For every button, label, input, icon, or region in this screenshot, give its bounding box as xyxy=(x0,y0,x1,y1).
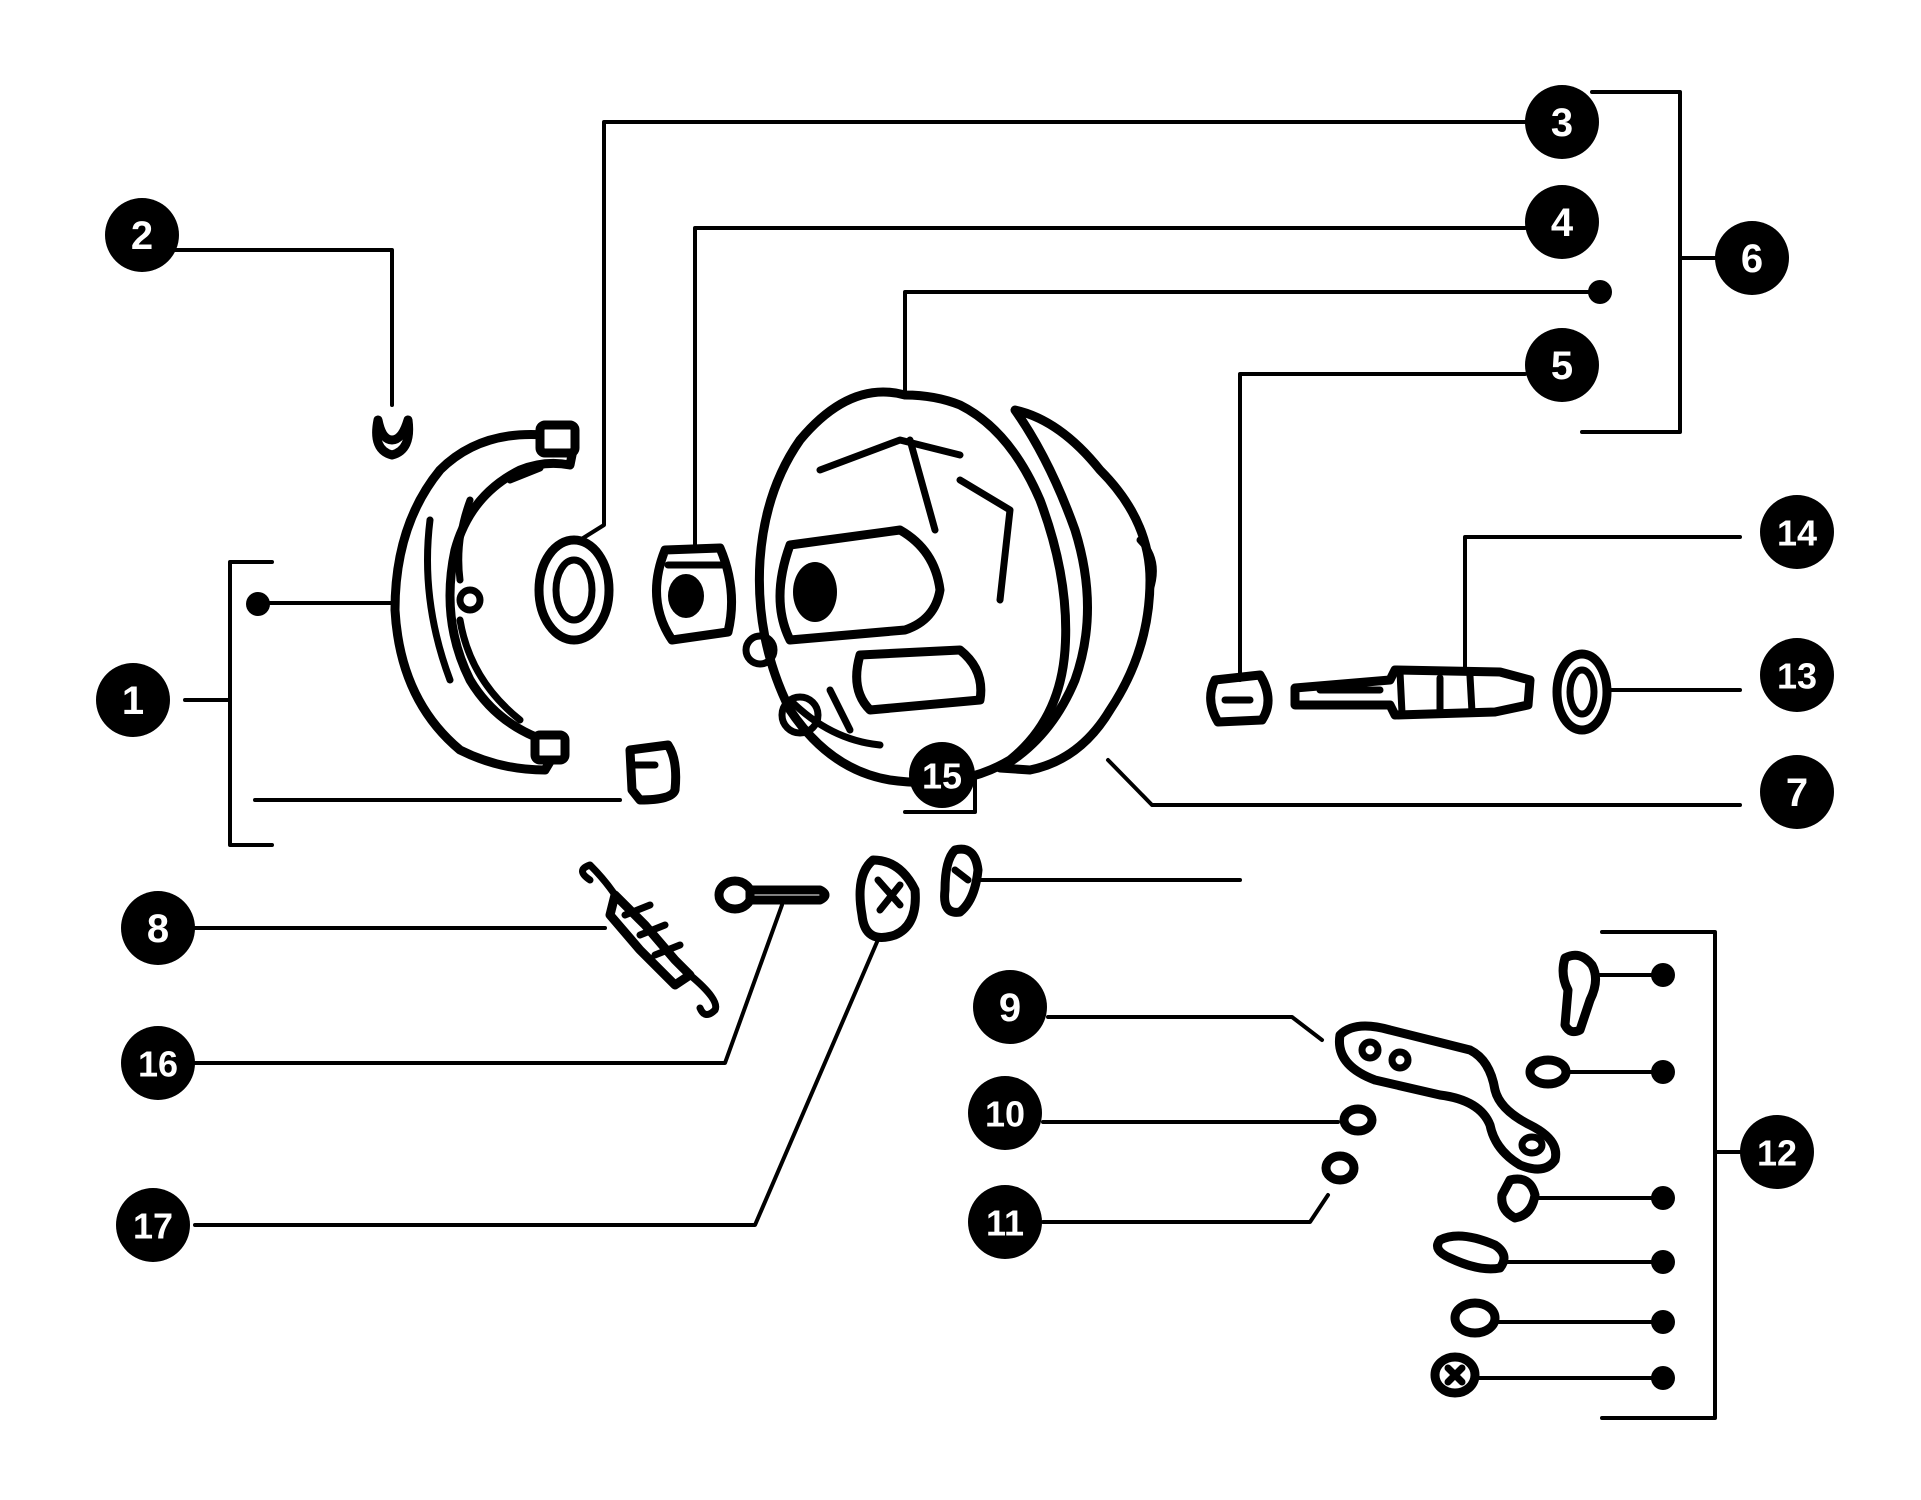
washer-part-11 xyxy=(1321,1151,1359,1185)
callout-label: 12 xyxy=(1757,1133,1797,1174)
leader-line-9 xyxy=(1046,1015,1324,1042)
callout-8[interactable]: 8 xyxy=(121,891,195,965)
adjuster-bracket-part xyxy=(625,740,681,805)
leader-line-6 xyxy=(1580,90,1717,434)
callout-6[interactable]: 6 xyxy=(1715,221,1789,295)
leader-line-15 xyxy=(903,778,977,814)
callouts: 1 2 3 4 5 6 7 8 xyxy=(96,85,1834,1262)
part-drawings xyxy=(372,387,1612,1398)
leader-line-16 xyxy=(193,903,784,1065)
return-spring-part xyxy=(579,861,720,1018)
callout-12[interactable]: 12 xyxy=(1740,1115,1814,1189)
leader-line-2 xyxy=(158,248,394,407)
callout-label: 13 xyxy=(1777,656,1817,697)
cup-washer-part xyxy=(855,855,920,942)
callout-label: 2 xyxy=(131,214,153,258)
callout-label: 9 xyxy=(999,986,1021,1030)
leader-dot-1 xyxy=(246,592,270,616)
leader-dots xyxy=(246,280,1675,1390)
leader-dot-12a xyxy=(1651,963,1675,987)
piston-cap-part xyxy=(1206,670,1273,727)
leader-lines xyxy=(158,90,1742,1420)
leader-line-6-dot xyxy=(903,290,1602,397)
adjuster-link-part xyxy=(940,844,983,917)
backing-plate-part xyxy=(742,387,1157,787)
bearing-part xyxy=(652,543,737,645)
leader-line-14 xyxy=(1463,535,1742,670)
callout-label: 6 xyxy=(1741,237,1763,281)
callout-13[interactable]: 13 xyxy=(1760,638,1834,712)
callout-label: 7 xyxy=(1786,771,1808,815)
dust-boot-part xyxy=(1552,649,1612,735)
callout-10[interactable]: 10 xyxy=(968,1076,1042,1150)
callout-4[interactable]: 4 xyxy=(1525,185,1599,259)
leader-line-5 xyxy=(1238,372,1527,682)
callout-17[interactable]: 17 xyxy=(116,1188,190,1262)
leader-line-7 xyxy=(1106,758,1742,807)
leader-line-3 xyxy=(578,120,1527,542)
leader-dot-12e xyxy=(1651,1310,1675,1334)
brake-shoe-part xyxy=(390,420,580,775)
callout-label: 10 xyxy=(985,1094,1025,1135)
leader-dot-12f xyxy=(1651,1366,1675,1390)
parking-lever-part xyxy=(1334,1021,1561,1174)
leader-line-12 xyxy=(1600,930,1742,1420)
leader-line-4 xyxy=(693,226,1527,550)
callout-label: 3 xyxy=(1551,101,1573,145)
leader-line-1 xyxy=(183,560,274,847)
callout-9[interactable]: 9 xyxy=(973,970,1047,1044)
callout-3[interactable]: 3 xyxy=(1525,85,1599,159)
seal-ring-part xyxy=(534,535,614,645)
retaining-clip-part xyxy=(372,415,414,460)
callout-label: 14 xyxy=(1777,513,1817,554)
callout-7[interactable]: 7 xyxy=(1760,755,1834,829)
callout-11[interactable]: 11 xyxy=(968,1185,1042,1259)
callout-label: 15 xyxy=(922,756,962,797)
leader-dot-6 xyxy=(1588,280,1612,304)
leader-line-17 xyxy=(193,933,882,1227)
hold-down-pin-part xyxy=(714,876,830,914)
wheel-cylinder-part xyxy=(1290,665,1535,720)
callout-label: 17 xyxy=(133,1206,173,1247)
callout-14[interactable]: 14 xyxy=(1760,495,1834,569)
callout-16[interactable]: 16 xyxy=(121,1026,195,1100)
callout-label: 5 xyxy=(1551,344,1573,388)
leader-line-11 xyxy=(1041,1193,1330,1224)
callout-label: 11 xyxy=(986,1203,1024,1244)
callout-label: 1 xyxy=(122,679,144,723)
callout-1[interactable]: 1 xyxy=(96,663,170,737)
callout-label: 8 xyxy=(147,907,169,951)
leader-dot-12b xyxy=(1651,1060,1675,1084)
leader-dot-12c xyxy=(1651,1186,1675,1210)
callout-15[interactable]: 15 xyxy=(909,742,975,808)
leader-dot-12d xyxy=(1651,1250,1675,1274)
callout-5[interactable]: 5 xyxy=(1525,328,1599,402)
nut-part-10 xyxy=(1339,1104,1377,1136)
hardware-kit-parts xyxy=(1430,950,1600,1398)
callout-2[interactable]: 2 xyxy=(105,198,179,272)
callout-label: 4 xyxy=(1551,201,1574,245)
callout-label: 16 xyxy=(138,1044,178,1085)
